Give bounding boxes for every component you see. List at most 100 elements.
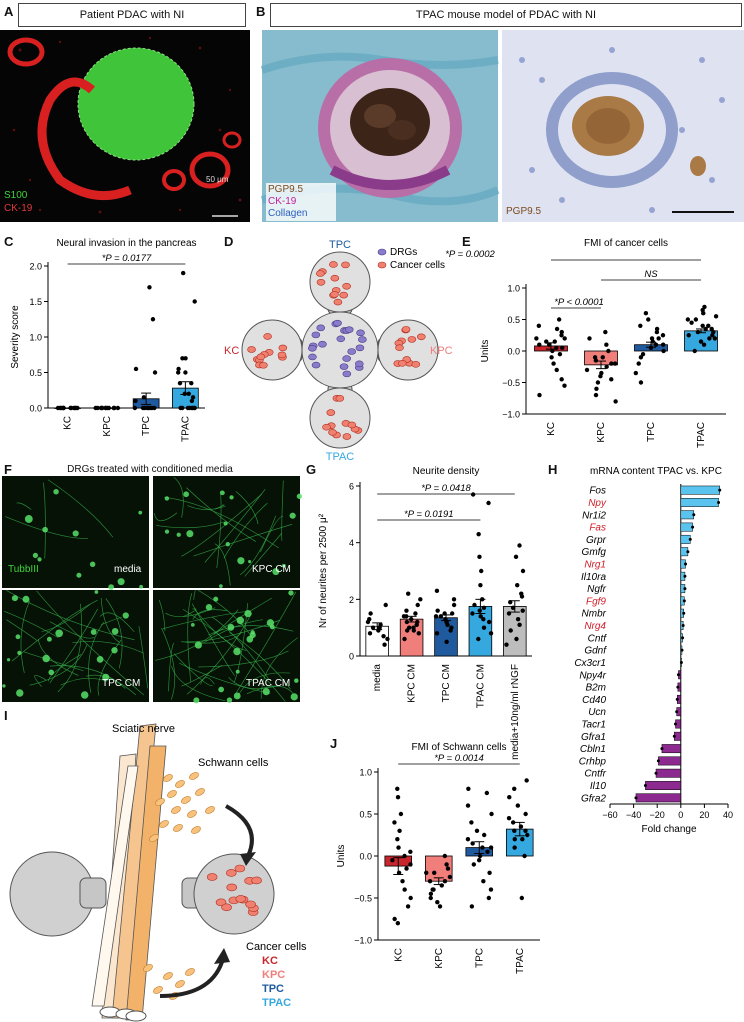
data-point xyxy=(471,862,477,867)
chart-e-fmi-cancer: FMI of cancer cells−1.0−0.50.00.51.0Unit… xyxy=(445,238,726,448)
data-point xyxy=(190,395,196,400)
data-point xyxy=(510,605,516,611)
data-point xyxy=(520,837,525,842)
data-point xyxy=(517,622,522,628)
data-point xyxy=(606,348,611,354)
data-point xyxy=(598,374,603,379)
data-point xyxy=(693,317,699,322)
data-point xyxy=(189,398,195,404)
y-axis-label: Units xyxy=(480,340,491,363)
x-tick-label: TPC xyxy=(646,422,657,442)
neurite xyxy=(193,590,196,600)
neuron-soma xyxy=(227,623,235,631)
neurite xyxy=(211,616,269,680)
data-point xyxy=(392,916,397,922)
data-point xyxy=(592,355,598,360)
data-point xyxy=(476,531,481,537)
micrograph-kpc-cm xyxy=(153,476,303,588)
neuron-soma xyxy=(176,532,181,537)
drg-cell xyxy=(356,329,365,337)
neurite xyxy=(182,608,197,618)
neurite xyxy=(138,626,149,689)
schwann-cell xyxy=(167,790,177,798)
data-point xyxy=(703,326,708,332)
data-point xyxy=(562,383,567,388)
y-tick-label: 1.0 xyxy=(359,768,372,778)
neuron-soma xyxy=(164,529,170,534)
label-kpc-cm: KPC CM xyxy=(252,564,291,575)
schwann-cell xyxy=(171,806,181,814)
data-point xyxy=(633,370,639,376)
data-point xyxy=(183,370,188,375)
data-point xyxy=(486,500,491,506)
neurite xyxy=(200,677,215,685)
data-point xyxy=(686,550,690,554)
neuron-soma xyxy=(117,578,125,586)
neurite xyxy=(88,622,105,693)
drg-cell xyxy=(342,370,352,378)
data-point xyxy=(604,364,609,369)
panel-b-pgp-image xyxy=(502,30,744,222)
data-point xyxy=(640,351,646,357)
cancer-cell xyxy=(278,344,288,352)
neuron-soma xyxy=(272,568,280,576)
neuron-soma xyxy=(11,595,18,602)
neuron-soma xyxy=(17,650,22,656)
schwann-cell xyxy=(163,972,173,980)
data-point xyxy=(485,849,490,854)
x-tick-label: −60 xyxy=(602,810,617,820)
x-tick-label: KC xyxy=(63,416,74,430)
gene-label: Fgf9 xyxy=(586,596,606,607)
data-point xyxy=(536,323,542,328)
neuron-soma xyxy=(96,655,104,663)
gene-label: B2m xyxy=(585,683,606,694)
schwann-cell xyxy=(159,820,169,828)
data-point xyxy=(476,858,482,863)
data-point xyxy=(600,355,605,360)
data-point xyxy=(477,853,483,859)
data-point xyxy=(556,317,562,322)
data-point xyxy=(466,786,471,791)
data-point xyxy=(474,828,480,833)
data-point xyxy=(177,380,183,386)
data-point xyxy=(691,525,695,529)
neuron-soma xyxy=(294,678,299,683)
gene-label: Il10 xyxy=(590,781,607,792)
data-point xyxy=(609,361,614,366)
cancer-cell xyxy=(277,351,287,359)
data-point xyxy=(504,642,509,647)
neurite xyxy=(60,677,107,686)
data-point xyxy=(518,824,524,829)
cancer-cell xyxy=(335,395,345,402)
neurite xyxy=(235,591,297,694)
neuron-soma xyxy=(111,647,118,654)
neuron-soma xyxy=(190,623,195,627)
data-point xyxy=(100,405,105,411)
drg-cell xyxy=(308,344,317,352)
data-point xyxy=(515,616,521,622)
data-point xyxy=(472,602,477,608)
bar-npy xyxy=(680,498,719,507)
data-point xyxy=(479,568,484,574)
data-point xyxy=(554,326,560,332)
schwann-cell xyxy=(189,772,199,780)
data-point xyxy=(382,642,387,647)
neuron-soma xyxy=(296,493,303,499)
schwann-cell xyxy=(149,834,159,842)
data-point xyxy=(656,336,661,341)
cancer-cell xyxy=(417,333,426,341)
data-point xyxy=(683,574,687,578)
drg-cell xyxy=(339,363,349,370)
neuron-soma xyxy=(55,629,64,638)
neuron-soma xyxy=(16,689,24,697)
chart-j-fmi-schwann: FMI of Schwann cells−1.0−0.50.00.51.0Uni… xyxy=(336,742,540,974)
data-point xyxy=(698,339,704,344)
data-point xyxy=(549,355,554,360)
y-axis-label: Severity score xyxy=(10,305,21,369)
y-tick-label: 4 xyxy=(349,538,354,548)
schwann-cell xyxy=(195,788,205,796)
data-point xyxy=(180,356,185,361)
neurite xyxy=(50,665,126,689)
